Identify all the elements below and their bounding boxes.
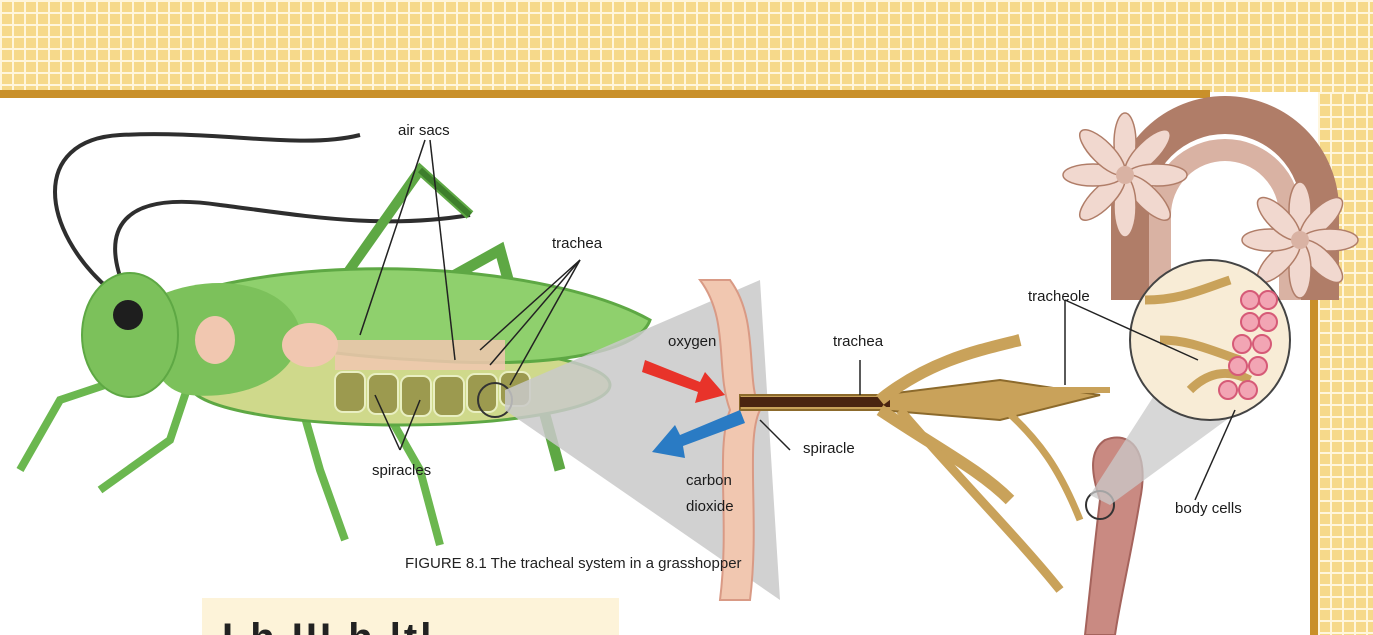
label-trachea-grasshopper: trachea bbox=[552, 235, 602, 252]
partial-note-box: I h III h ltl bbox=[202, 598, 619, 635]
label-tracheole: tracheole bbox=[1028, 288, 1090, 305]
trachea-tube bbox=[740, 340, 1110, 590]
flower-decoration-1 bbox=[1063, 113, 1187, 237]
label-body-cells: body cells bbox=[1175, 500, 1242, 517]
label-air-sacs: air sacs bbox=[398, 122, 450, 139]
label-trachea-detail: trachea bbox=[833, 333, 883, 350]
label-dioxide: dioxide bbox=[686, 498, 734, 515]
label-oxygen: oxygen bbox=[668, 333, 716, 350]
label-spiracles: spiracles bbox=[372, 462, 431, 479]
label-carbon: carbon bbox=[686, 472, 732, 489]
partial-note-text: I h III h ltl bbox=[222, 616, 434, 635]
figure-caption: FIGURE 8.1 The tracheal system in a gras… bbox=[405, 555, 742, 572]
label-spiracle: spiracle bbox=[803, 440, 855, 457]
grasshopper-illustration bbox=[20, 134, 650, 545]
